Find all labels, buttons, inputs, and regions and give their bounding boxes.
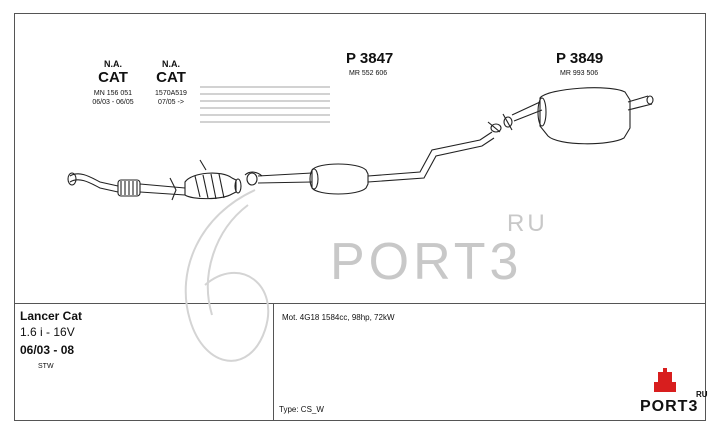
- type-code: Type: CS_W: [279, 405, 324, 414]
- cat2-cat-label: CAT: [156, 69, 186, 86]
- rear-silencer: [539, 87, 631, 145]
- cat2-na-label: N.A.: [162, 59, 180, 69]
- cat1-cat-label: CAT: [98, 69, 128, 86]
- vehicle-body: STW: [38, 363, 54, 370]
- front-pipe: [69, 173, 119, 187]
- motor-spec: Mot. 4G18 1584cc, 98hp, 72kW: [282, 313, 395, 322]
- watermark-ru: RU: [507, 210, 548, 237]
- vehicle-model: Lancer Cat: [20, 309, 83, 323]
- divider-horizontal: [14, 303, 706, 304]
- catalytic-converter: [184, 172, 237, 200]
- mid-flange: [246, 172, 258, 186]
- watermark-text: PORT3: [330, 233, 523, 291]
- flex-joint: [117, 179, 141, 197]
- part-number-p3849: P 3849: [556, 50, 604, 67]
- part-ref-p3847: MR 552 606: [349, 70, 388, 77]
- part-number-p3847: P 3847: [346, 50, 394, 67]
- watermark-swirl: [184, 189, 270, 362]
- logo-text: PORT3: [640, 398, 699, 415]
- vehicle-engine: 1.6 i - 16V: [20, 325, 75, 339]
- logo-ru: RU: [696, 390, 708, 399]
- tail-outlet: [646, 95, 654, 105]
- middle-silencer: [311, 163, 369, 195]
- divider-vertical: [273, 303, 274, 421]
- cat2-dates: 07/05 ->: [158, 99, 184, 106]
- port3-logo-icon: [654, 368, 676, 392]
- rear-flange: [490, 123, 502, 133]
- cat1-na-label: N.A.: [104, 59, 122, 69]
- cat2-ref: 1570A519: [155, 90, 187, 97]
- cat1-dates: 06/03 - 06/05: [92, 99, 134, 106]
- leader-lines: [200, 86, 330, 123]
- part-ref-p3849: MR 993 506: [560, 70, 599, 77]
- front-flange: [67, 172, 77, 186]
- vehicle-years: 06/03 - 08: [20, 343, 75, 357]
- diagram-frame: [14, 13, 706, 421]
- cat1-ref: MN 156 051: [93, 90, 133, 97]
